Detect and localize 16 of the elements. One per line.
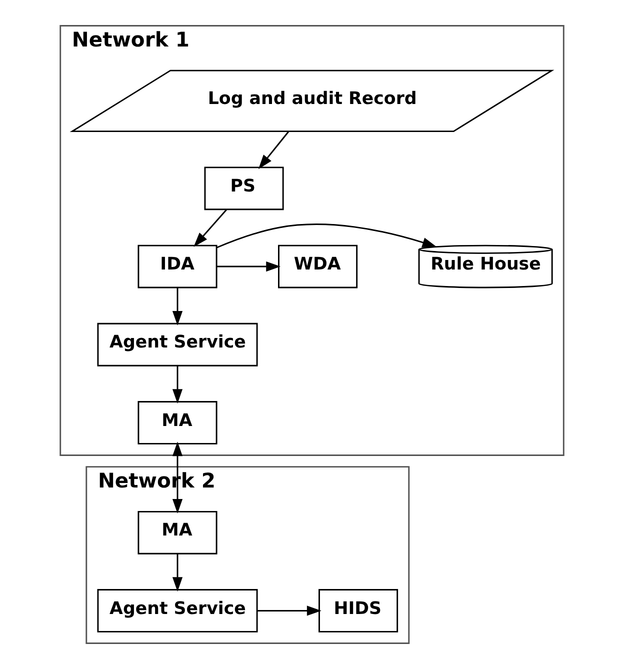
node-box: MA <box>137 510 217 554</box>
node-box: IDA <box>137 244 217 288</box>
node-box: MA <box>137 401 217 444</box>
arrow <box>216 261 280 272</box>
node-box: Agent Service <box>96 322 258 366</box>
arrow <box>216 224 436 248</box>
node-box: Agent Service <box>96 589 258 632</box>
arrow <box>258 131 289 170</box>
node-box: PS <box>204 166 284 210</box>
node-box: HIDS <box>318 589 398 632</box>
node-box: WDA <box>278 244 358 288</box>
arrow <box>172 554 182 592</box>
arrow <box>172 366 182 404</box>
arrow <box>172 288 182 326</box>
arrow <box>193 209 227 247</box>
arrow <box>256 606 321 616</box>
